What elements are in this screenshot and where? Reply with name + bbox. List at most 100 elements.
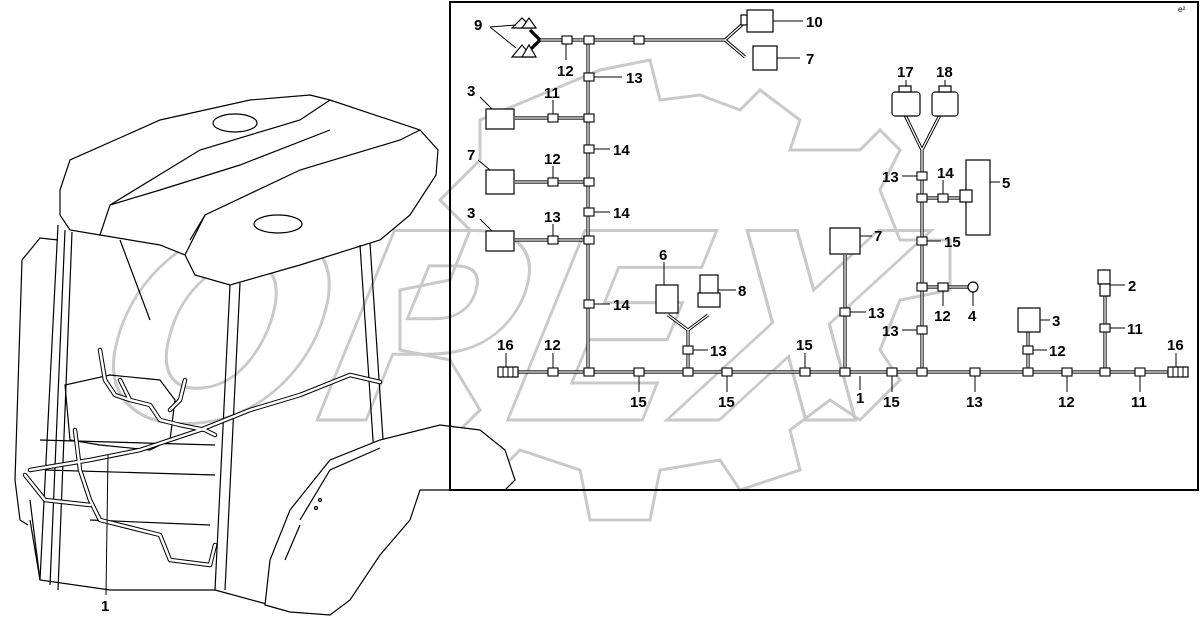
label-15-a: 15: [630, 394, 647, 411]
label-3-upper: 3: [467, 83, 475, 100]
connector-9-lower: [520, 43, 538, 58]
cab-overview: 1: [14, 94, 516, 616]
clip: [547, 367, 559, 377]
label-12-right-low: 12: [1049, 343, 1066, 360]
clip: [1099, 367, 1111, 377]
clip: [1099, 323, 1111, 333]
clip: [1134, 367, 1146, 377]
clip: [937, 282, 949, 292]
clip: [583, 72, 595, 82]
cab-fender-bolt: [313, 505, 319, 511]
cab-fender-bolt: [317, 497, 323, 503]
connector-18: [931, 91, 959, 117]
cab-mid-pillar: [119, 239, 241, 591]
clip: [633, 35, 645, 45]
label-11-a: 11: [544, 85, 560, 102]
label-15-c: 15: [796, 337, 813, 354]
cab-front-pillar: [39, 224, 73, 591]
label-4: 4: [968, 308, 977, 325]
component-6: [655, 284, 679, 314]
clip: [839, 307, 851, 317]
clip: [583, 177, 595, 187]
component-7-left: [485, 169, 515, 195]
cab-handrail: [14, 237, 59, 526]
label-3-lower: 3: [467, 205, 475, 222]
clip: [583, 207, 595, 217]
clip: [916, 236, 928, 246]
label-2: 2: [1128, 278, 1136, 295]
leader-3-upper: [479, 96, 493, 110]
clip: [916, 325, 928, 335]
leaders: [477, 20, 1177, 392]
component-2: [1097, 269, 1111, 285]
module-5-plug: [959, 189, 973, 203]
label-12-bottom-right: 12: [1058, 394, 1075, 411]
component-3-lower: [485, 230, 515, 252]
label-13-right: 13: [882, 169, 899, 186]
leader-9: [489, 24, 517, 28]
connector-9-upper: [520, 16, 538, 29]
clip: [886, 367, 898, 377]
cab-roof-hatch: [212, 113, 258, 133]
label-16-left: 16: [497, 337, 514, 354]
label-13-right-low: 13: [882, 323, 899, 340]
component-10: [746, 9, 774, 33]
cab-roof-ridge: [99, 99, 421, 256]
wire-9-fork: [528, 28, 542, 52]
leader-1-overview: [105, 454, 109, 596]
label-12-left: 12: [544, 151, 561, 168]
cab-fender: [264, 424, 516, 616]
label-13-top: 13: [626, 70, 643, 87]
label-3-right: 3: [1052, 313, 1060, 330]
clip: [1061, 367, 1073, 377]
label-7-mid: 7: [874, 228, 882, 245]
clip: [583, 367, 595, 377]
clips: [547, 35, 1146, 377]
component-10-tab: [740, 14, 748, 26]
clip: [1022, 345, 1034, 355]
detail-frame: [449, 1, 1199, 491]
clip: [916, 367, 928, 377]
component-2-body: [1099, 283, 1111, 297]
label-15-d: 15: [883, 394, 900, 411]
label-16-right: 16: [1167, 337, 1184, 354]
cab-roof-light: [253, 214, 303, 234]
clip: [583, 144, 595, 154]
label-5: 5: [1002, 175, 1010, 192]
clip: [561, 35, 573, 45]
clip: [916, 282, 928, 292]
label-14-c: 14: [613, 297, 630, 314]
label-1-main: 1: [856, 390, 864, 407]
clip: [583, 35, 595, 45]
label-14-right: 14: [937, 165, 954, 182]
part-labels: 9 10 7 12 13 3 11 14 7 12 14 3 13 14 16 …: [467, 14, 1184, 411]
clip: [583, 113, 595, 123]
cab-fender-edge: [284, 447, 381, 561]
label-11-right: 11: [1127, 321, 1143, 338]
clip: [1022, 367, 1034, 377]
label-12-bottom-left: 12: [544, 337, 561, 354]
cab-side-frame: [29, 439, 216, 591]
label-7-left: 7: [467, 147, 475, 164]
clip: [682, 345, 694, 355]
label-13-left: 13: [544, 209, 561, 226]
label-6: 6: [659, 247, 667, 264]
label-15-b: 15: [718, 394, 735, 411]
component-7-top: [752, 45, 778, 71]
label-7-top: 7: [806, 51, 814, 68]
label-13-bottom: 13: [966, 394, 983, 411]
label-13-mid: 13: [710, 343, 727, 360]
label-9: 9: [474, 17, 482, 34]
terminal-4: [967, 281, 979, 293]
label-17: 17: [897, 64, 914, 81]
label-18: 18: [936, 64, 953, 81]
label-15-right: 15: [944, 234, 961, 251]
clip: [547, 113, 559, 123]
cab-roof: [59, 94, 439, 286]
cab-rear-pillar: [359, 242, 386, 471]
connector-17: [891, 91, 921, 117]
component-7-mid: [829, 227, 861, 255]
clip: [682, 367, 694, 377]
clip: [916, 193, 928, 203]
